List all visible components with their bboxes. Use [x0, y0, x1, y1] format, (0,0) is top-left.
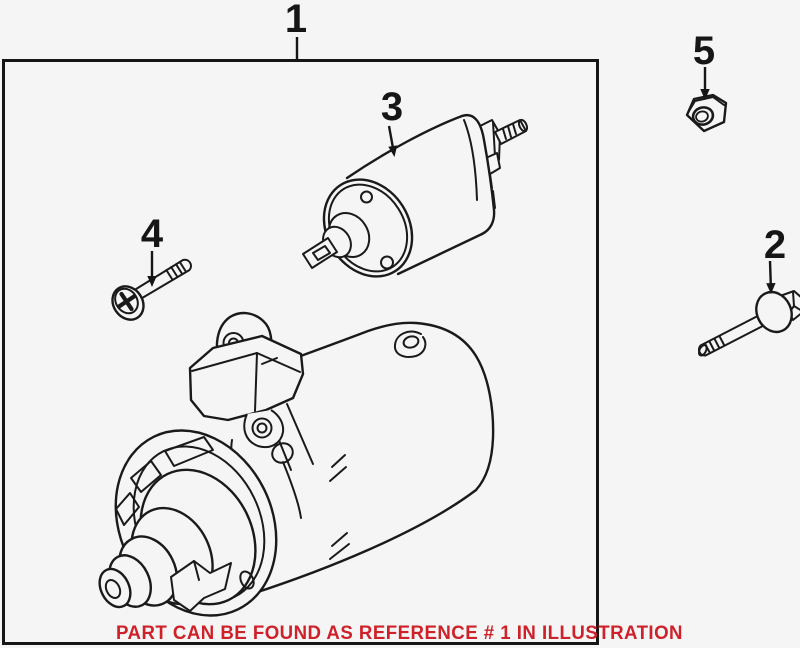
starter-case-tick-1 [329, 454, 347, 482]
screw-drawing [111, 258, 193, 321]
starter-fork-line [193, 560, 200, 581]
starter-ring-window-3 [115, 492, 140, 526]
callout-nut: 5 [693, 29, 715, 100]
callout-2-arrowhead [766, 283, 776, 294]
solenoid-stud-threads [502, 123, 517, 140]
solenoid-endcap-seam [463, 119, 478, 201]
starter-ring-window-1 [164, 436, 214, 467]
starter-bracket-dash [261, 357, 278, 365]
solenoid-face-hole-bottom [380, 255, 394, 270]
starter-case-hole-inner [402, 335, 420, 349]
solenoid-body-rear-edge [460, 113, 496, 236]
solenoid-stud-tip [517, 118, 529, 133]
callout-4-label: 4 [141, 212, 164, 256]
solenoid-body-bottom-edge [396, 232, 484, 276]
callout-bolt: 2 [764, 223, 786, 294]
starter-case-tick-2 [329, 532, 350, 560]
nut-hole [691, 106, 715, 126]
solenoid-body-top-edge [345, 114, 464, 180]
solenoid-plunger-paddle [302, 237, 338, 269]
callout-3-arrow-line [387, 125, 395, 149]
illustration-frame [2, 59, 599, 645]
starter-bracket-block [188, 334, 305, 422]
bolt-tip-face [697, 344, 708, 357]
reference-note: PART CAN BE FOUND AS REFERENCE # 1 IN IL… [116, 622, 683, 644]
callout-starter-assembly: 1 [285, 0, 307, 59]
starter-motor-drawing [98, 311, 495, 617]
callout-5-label: 5 [693, 29, 715, 73]
starter-plate-oval-hole [271, 442, 294, 464]
screw-threads [165, 261, 188, 281]
callout-solenoid: 3 [381, 85, 403, 157]
starter-shaft-tip [98, 567, 132, 609]
callout-screw: 4 [141, 212, 164, 287]
nut-hole-inner [695, 110, 709, 123]
callout-2-label: 2 [764, 223, 786, 267]
starter-case-hole [393, 330, 427, 358]
starter-fork-oval [239, 570, 255, 590]
solenoid-face-hole-top [360, 190, 373, 204]
screw-phillips-cross [116, 291, 137, 312]
starter-body-top-edge [250, 321, 495, 492]
bolt-drawing [697, 290, 800, 357]
callout-2-arrow-line [768, 260, 772, 286]
callout-1-label: 1 [285, 0, 307, 41]
starter-ring-window-2 [130, 460, 162, 493]
callout-3-label: 3 [381, 85, 403, 129]
starter-lower-lug-hole-inner [256, 422, 268, 434]
solenoid-drawing [302, 113, 529, 278]
starter-fork-tab [170, 560, 232, 612]
bolt-threads [704, 335, 726, 354]
starter-shaft-tip-inner [104, 578, 122, 600]
starter-lower-lug-hole [251, 417, 273, 439]
callout-4-arrowhead [147, 276, 157, 287]
callout-3-arrowhead [388, 145, 398, 157]
bolt-flange [755, 290, 793, 334]
nut-drawing [685, 93, 728, 133]
solenoid-terminal-block-edge [492, 121, 496, 157]
callout-5-arrowhead [700, 89, 710, 100]
bolt-shaft [698, 312, 770, 357]
starter-lower-lug [243, 409, 285, 449]
starter-bracket-edge [254, 352, 258, 412]
solenoid-paddle-slot [312, 245, 331, 261]
screw-shaft [133, 258, 193, 300]
nut-top-facets [688, 96, 725, 112]
